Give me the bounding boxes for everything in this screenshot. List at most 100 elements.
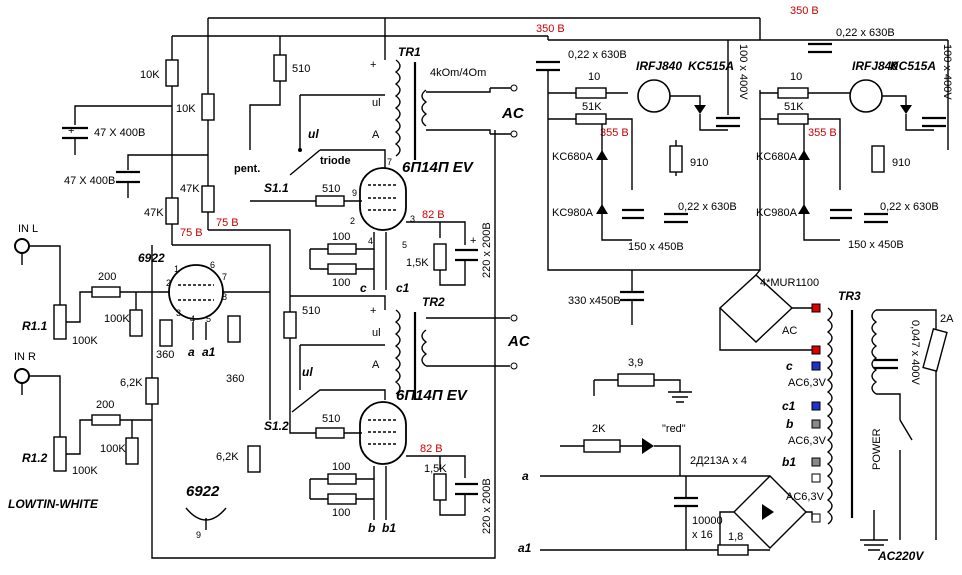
- label-100-d: 100: [332, 507, 350, 519]
- wire-cathode-top-gnd: [439, 260, 466, 286]
- label-c022-c: 0,22 x 630В: [678, 201, 737, 213]
- pin-2: 2: [166, 278, 171, 288]
- wire-grid-6922: [120, 291, 170, 310]
- wire-psu-left: [547, 70, 761, 271]
- label-ul-top: ul: [308, 127, 319, 141]
- wire-reg-left: [548, 92, 633, 190]
- label-47k-a: 47K: [180, 183, 200, 195]
- switch-s11-pole: [298, 148, 302, 152]
- resistor-200-a: [91, 286, 121, 298]
- label-in-r: IN R: [14, 351, 36, 363]
- wire-kc515b: [882, 95, 934, 131]
- terminal-grey-2: [811, 457, 821, 467]
- switch-power: [899, 419, 913, 510]
- pentode-top: [359, 167, 407, 231]
- label-ac2: AC: [507, 333, 531, 350]
- wire-hv-second: [172, 35, 549, 40]
- resistor-51k-b: [777, 113, 809, 125]
- wire-100-bottom: [309, 466, 375, 500]
- zener-kc515b: [900, 105, 912, 114]
- label-pentode-top: 6П14П EV: [402, 159, 475, 176]
- label-100k-pot-a: 100K: [72, 335, 98, 347]
- resistor-510-b: [315, 195, 345, 207]
- resistor-15k-b: [433, 473, 447, 501]
- tr3-primary: [871, 309, 878, 395]
- mosfet-irf-a: [637, 79, 671, 113]
- resistor-51k-a: [575, 113, 607, 125]
- terminal-ac2-a: [510, 314, 518, 322]
- pin-5: 5: [206, 314, 211, 324]
- label-r39: 3,9: [628, 357, 643, 369]
- tr1-primary: [394, 59, 401, 157]
- label-kc515-a: KC515A: [688, 59, 734, 73]
- resistor-47k-b: [165, 197, 179, 225]
- wire-bridge-heater: [719, 511, 813, 550]
- wire-heater-6922: [192, 322, 207, 340]
- label-360-b: 360: [226, 373, 244, 385]
- pin-3-top: 3: [410, 214, 415, 224]
- label-s11: S1.1: [264, 181, 289, 195]
- label-tap-b: b: [786, 417, 793, 431]
- resistor-39: [617, 373, 655, 387]
- label-100k-pot-b: 100K: [72, 465, 98, 477]
- label-c100-b: 100 x 400V: [941, 44, 953, 100]
- label-r18: 1,8: [728, 531, 743, 543]
- label-c10000-v: x 16: [692, 529, 713, 541]
- label-a-tr2: A: [372, 359, 380, 371]
- terminal-blue-2: [811, 401, 821, 411]
- label-c220-a: 220 x 200В: [481, 222, 493, 278]
- capacitor-022-c: [664, 212, 688, 224]
- wire-psu-outs: [727, 40, 949, 150]
- wire-reg-right: [760, 92, 852, 190]
- wire-r39-ground: [593, 379, 692, 403]
- fuse-2a: [922, 328, 948, 372]
- label-ac1: AC: [501, 105, 525, 122]
- label-kc980-a: KC980A: [552, 207, 594, 219]
- label-brand: LOWTIN-WHITE: [8, 497, 99, 511]
- label-360-a: 360: [156, 349, 174, 361]
- capacitor-022-b: [808, 42, 832, 54]
- resistor-360-b: [227, 315, 241, 343]
- wire-grid-r: [120, 419, 152, 438]
- label-c220-b: 220 x 200В: [481, 478, 493, 534]
- label-ul-tr2: ul: [372, 327, 381, 339]
- mosfet-irf-b: [849, 79, 883, 113]
- pentode-top-grids: [368, 184, 398, 211]
- switch-s12: [291, 344, 386, 413]
- label-c022-d: 0,22 x 630В: [880, 201, 939, 213]
- tr3-secondary: [826, 307, 833, 525]
- label-pent: pent.: [234, 163, 260, 175]
- resistor-510-c: [283, 311, 297, 339]
- voltage-355-left: 355 В: [600, 127, 629, 139]
- label-fuse: 2A: [940, 313, 954, 325]
- led-red: [642, 438, 654, 454]
- resistor-510-a: [273, 54, 287, 82]
- label-diode-heater: 2Д213А x 4: [690, 455, 747, 467]
- wire-heater-bottom: [373, 466, 387, 520]
- label-51k-a: 51K: [582, 101, 602, 113]
- label-irf-a: IRFJ840: [636, 59, 682, 73]
- label-a-tr1: A: [372, 129, 380, 141]
- resistor-10k-b: [201, 93, 215, 121]
- wire-cap47a: [74, 105, 172, 125]
- wire-tr2-out: [426, 317, 510, 367]
- resistor-910-a: [669, 145, 683, 173]
- label-b1-pin: b1: [382, 521, 396, 535]
- label-c022-b: 0,22 x 630В: [836, 27, 895, 39]
- pin-2-top: 2: [350, 216, 355, 226]
- label-a-pin: a: [188, 345, 195, 359]
- label-10k-a: 10K: [140, 69, 160, 81]
- wire-ac1: [490, 87, 511, 135]
- pin-6: 6: [210, 260, 215, 270]
- label-heater-a1: a1: [518, 541, 532, 555]
- label-pentode-bottom: 6П14П EV: [396, 387, 469, 404]
- terminal-grey-1: [811, 419, 821, 429]
- label-ul-tr1: ul: [372, 97, 381, 109]
- pentode-bottom: [359, 401, 407, 465]
- label-100k-b: 100K: [100, 443, 126, 455]
- label-10-a: 10: [588, 71, 600, 83]
- label-triode: triode: [320, 155, 351, 167]
- capacitor-330: [620, 290, 644, 302]
- label-c150-b: 150 x 450В: [848, 239, 904, 251]
- label-47k-b: 47K: [144, 207, 164, 219]
